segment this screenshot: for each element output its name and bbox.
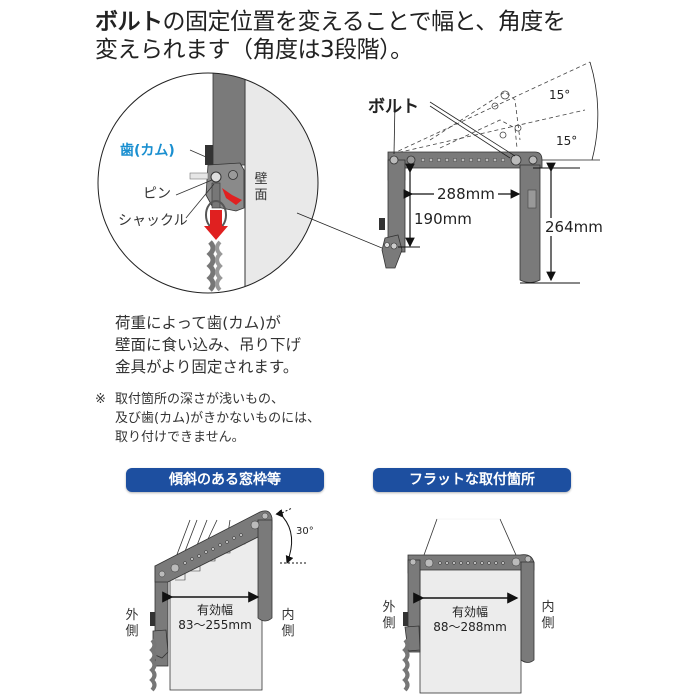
note-mark: ※ bbox=[95, 392, 106, 407]
title-bold: ボルト bbox=[95, 9, 163, 35]
flat-outer-label: 外側 bbox=[382, 600, 396, 631]
example-flat bbox=[402, 518, 535, 694]
width-dimension: 288mm bbox=[434, 185, 498, 203]
left-height-dimension: 190mm bbox=[414, 210, 472, 228]
shackle-label: シャックル bbox=[118, 213, 188, 229]
sloped-effective-range: 83～255mm bbox=[178, 618, 252, 632]
note-line: 取付箇所の深さが浅いもの、 bbox=[115, 392, 285, 407]
sloped-inner-label: 内側 bbox=[281, 608, 295, 639]
angle-1-label: 15° bbox=[549, 88, 571, 102]
right-height-dimension: 264mm bbox=[545, 218, 603, 236]
flat-inner-label: 内側 bbox=[541, 600, 555, 631]
note-line: 取り付けできません。 bbox=[115, 430, 245, 445]
note: ※ 取付箇所の深さが浅いもの、 及び歯(カム)がきかないものには、 取り付けできま… bbox=[95, 390, 320, 447]
note-line: 及び歯(カム)がきかないものには、 bbox=[115, 411, 321, 426]
page-title: ボルトの固定位置を変えることで幅と、角度を 変えられます（角度は3段階）。 bbox=[95, 8, 675, 64]
example-sloped bbox=[149, 507, 306, 692]
description: 荷重によって歯(カム)が 壁面に食い込み、吊り下げ 金具がより固定されます。 bbox=[115, 312, 301, 378]
bracket-diagram bbox=[379, 61, 600, 284]
pin-label: ピン bbox=[143, 186, 171, 202]
description-line: 金具がより固定されます。 bbox=[115, 358, 299, 376]
sloped-outer-label: 外側 bbox=[125, 608, 139, 639]
sloped-effective-label: 有効幅 bbox=[196, 603, 233, 617]
flat-effective-label: 有効幅 bbox=[451, 605, 488, 619]
detail-circle bbox=[98, 73, 318, 293]
wall-label: 壁面 bbox=[254, 172, 268, 203]
cam-label: 歯(カム) bbox=[120, 143, 175, 159]
bolt-label: ボルト bbox=[368, 97, 419, 117]
flat-mount-label: フラットな取付箇所 bbox=[373, 468, 571, 492]
sloped-angle-label: 30° bbox=[296, 526, 314, 537]
description-line: 壁面に食い込み、吊り下げ bbox=[115, 336, 302, 354]
title-line2: 変えられます（角度は3段階）。 bbox=[95, 37, 413, 63]
sloped-effective: 有効幅 83～255mm bbox=[170, 603, 260, 633]
angle-2-label: 15° bbox=[556, 134, 578, 148]
title-line1: の固定位置を変えることで幅と、角度を bbox=[162, 9, 566, 35]
flat-effective: 有効幅 88～288mm bbox=[423, 605, 517, 635]
description-line: 荷重によって歯(カム)が bbox=[115, 314, 281, 332]
sloped-frame-label: 傾斜のある窓枠等 bbox=[126, 468, 324, 492]
flat-effective-range: 88～288mm bbox=[433, 620, 507, 634]
